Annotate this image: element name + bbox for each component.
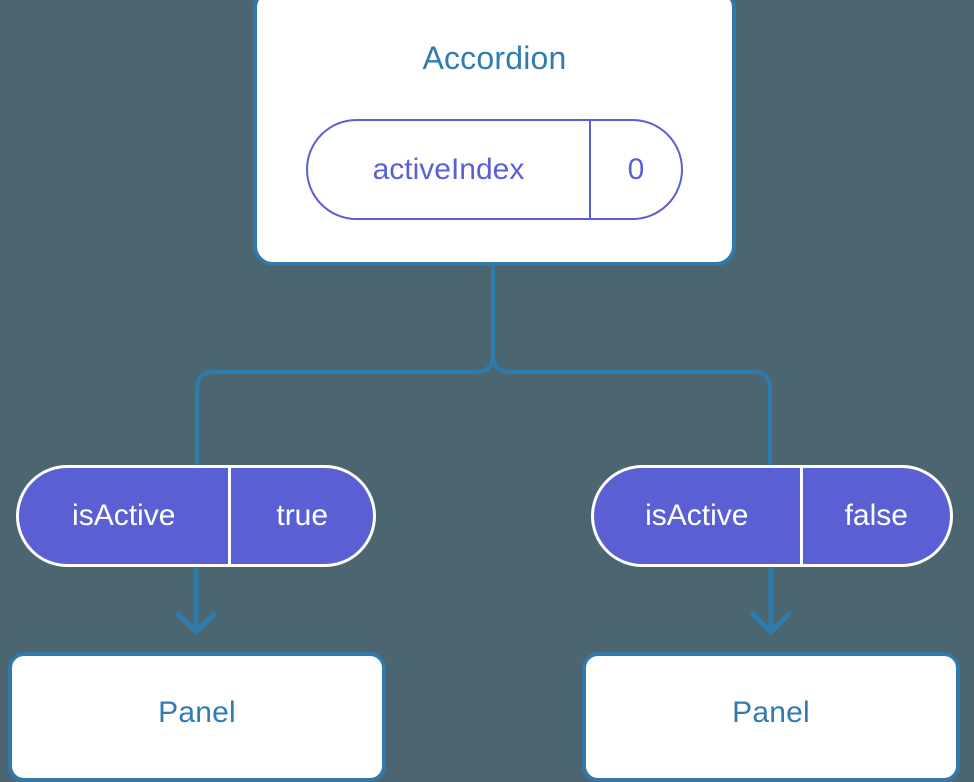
accordion-component-title: Accordion xyxy=(422,40,567,76)
prop-pill-is-active-false[interactable]: isActive false xyxy=(591,465,953,567)
prop-pill-value: true xyxy=(276,499,329,532)
prop-pill-value: false xyxy=(844,499,908,532)
fork-connector-right-icon xyxy=(491,353,772,468)
fork-connector-icon xyxy=(195,264,495,468)
state-pill-key: activeIndex xyxy=(308,121,591,218)
panel-component-card-right[interactable]: Panel xyxy=(582,652,960,782)
panel-component-title: Panel xyxy=(158,696,236,729)
prop-pill-key: isActive xyxy=(594,468,803,564)
panel-component-card-left[interactable]: Panel xyxy=(8,652,386,782)
panel-component-title: Panel xyxy=(732,696,810,729)
state-pill-active-index[interactable]: activeIndex 0 xyxy=(306,119,683,220)
prop-pill-is-active-true[interactable]: isActive true xyxy=(16,465,376,567)
state-pill-value: 0 xyxy=(627,152,645,186)
prop-pill-key: isActive xyxy=(19,468,232,564)
arrow-down-icon-left xyxy=(175,565,217,635)
arrow-down-icon-right xyxy=(750,565,792,635)
